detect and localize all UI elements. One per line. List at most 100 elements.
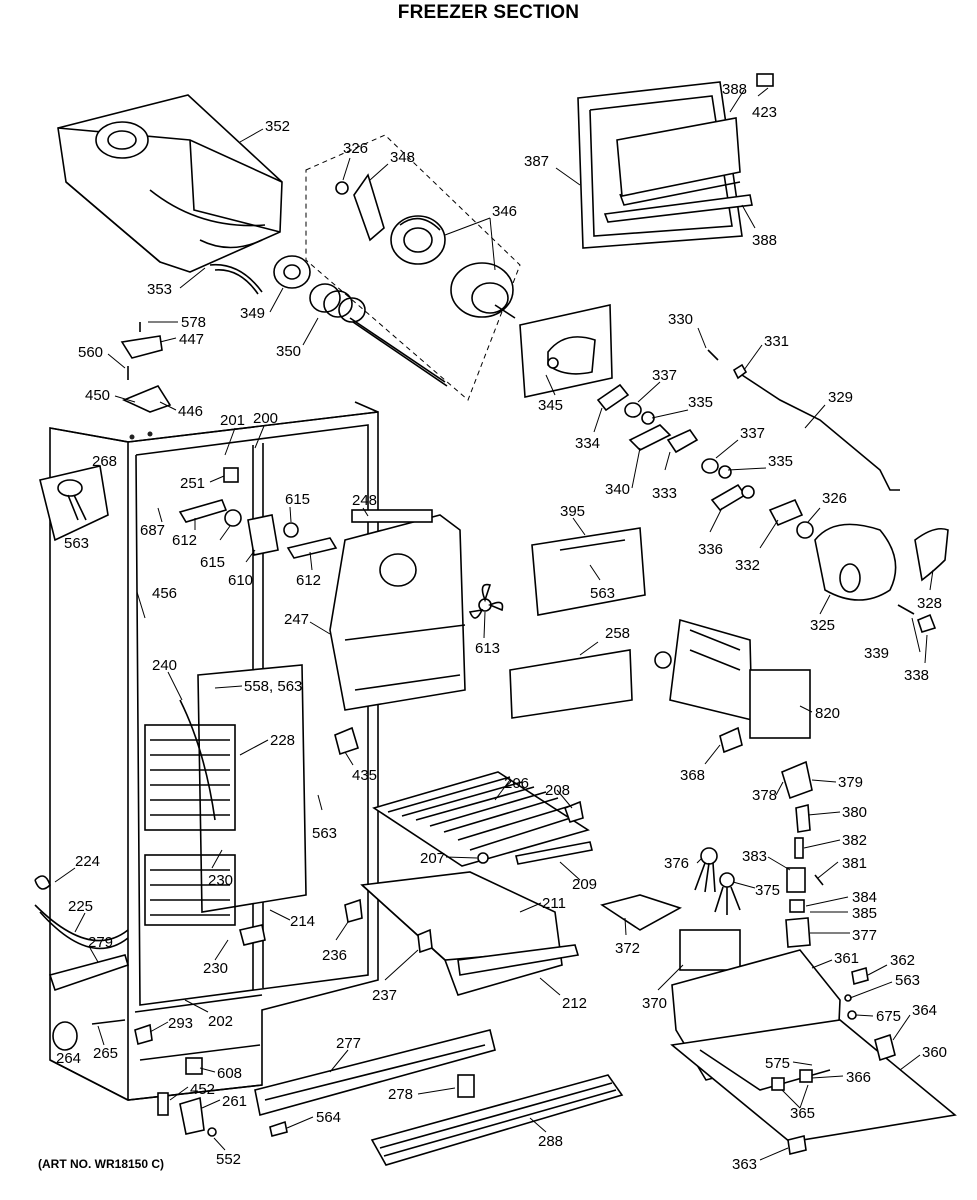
part-label: 612 <box>296 572 321 589</box>
part-label: 383 <box>742 848 767 865</box>
part-label: 563 <box>590 585 615 602</box>
diagram-title: FREEZER SECTION <box>397 2 580 23</box>
part-label: 337 <box>740 425 765 442</box>
machine-compartment <box>670 949 957 1143</box>
part-label: 345 <box>538 397 563 414</box>
freezer-basket <box>360 871 580 996</box>
part-label: 230 <box>203 960 228 977</box>
part-label: 558, 563 <box>244 678 302 695</box>
evaporator <box>144 664 307 926</box>
part-label: 578 <box>181 314 206 331</box>
auger-motor <box>796 521 949 633</box>
part-label: 613 <box>475 640 500 657</box>
part-label: 378 <box>752 787 777 804</box>
part-label: 446 <box>178 403 203 420</box>
part-label: 563 <box>895 972 920 989</box>
part-label: 387 <box>524 153 549 170</box>
part-label: 563 <box>64 535 89 552</box>
part-label: 456 <box>152 585 177 602</box>
part-label: 330 <box>668 311 693 328</box>
part-label: 363 <box>732 1156 757 1173</box>
part-label: 337 <box>652 367 677 384</box>
part-label: 362 <box>890 952 915 969</box>
ice-bucket <box>57 94 283 273</box>
part-label: 268 <box>92 453 117 470</box>
part-label: 339 <box>864 645 889 662</box>
part-label: 261 <box>222 1093 247 1110</box>
part-labels: 352 326 348 346 388 423 387 388 353 349 … <box>56 81 947 1173</box>
part-label: 360 <box>922 1044 947 1061</box>
part-label: 564 <box>316 1109 341 1126</box>
part-label: 207 <box>420 850 445 867</box>
part-label: 377 <box>852 927 877 944</box>
part-label: 365 <box>790 1105 815 1122</box>
part-label: 331 <box>764 333 789 350</box>
part-label: 288 <box>538 1133 563 1150</box>
part-label: 212 <box>562 995 587 1012</box>
part-label: 348 <box>390 149 415 166</box>
part-label: 379 <box>838 774 863 791</box>
dispenser-linkage <box>596 349 900 527</box>
auger-spring <box>309 283 448 387</box>
part-label: 279 <box>88 934 113 951</box>
part-label: 372 <box>615 940 640 957</box>
part-label: 326 <box>822 490 847 507</box>
part-label: 202 <box>208 1013 233 1030</box>
part-label: 376 <box>664 855 689 872</box>
part-label: 247 <box>284 611 309 628</box>
part-label: 364 <box>912 1002 937 1019</box>
art-number: (ART NO. WR18150 C) <box>38 1157 165 1171</box>
part-label: 687 <box>140 522 165 539</box>
part-label: 277 <box>336 1035 361 1052</box>
door-chute <box>577 73 774 249</box>
part-label: 450 <box>85 387 110 404</box>
part-label: 214 <box>290 913 315 930</box>
part-label: 332 <box>735 557 760 574</box>
part-label: 447 <box>179 331 204 348</box>
part-label: 329 <box>828 389 853 406</box>
part-label: 200 <box>253 410 278 427</box>
part-label: 237 <box>372 987 397 1004</box>
part-label: 384 <box>852 889 877 906</box>
part-label: 388 <box>722 81 747 98</box>
leader-lines <box>54 87 934 1161</box>
part-label: 333 <box>652 485 677 502</box>
part-label: 336 <box>698 541 723 558</box>
part-label: 820 <box>815 705 840 722</box>
part-label: 251 <box>180 475 205 492</box>
part-label: 328 <box>917 595 942 612</box>
part-label: 335 <box>768 453 793 470</box>
part-label: 240 <box>152 657 177 674</box>
part-label: 338 <box>904 667 929 684</box>
part-label: 201 <box>220 412 245 429</box>
part-label: 382 <box>842 832 867 849</box>
part-label: 675 <box>876 1008 901 1025</box>
part-label: 575 <box>765 1055 790 1072</box>
part-label: 350 <box>276 343 301 360</box>
part-label: 206 <box>504 775 529 792</box>
part-label: 326 <box>343 140 368 157</box>
part-label: 381 <box>842 855 867 872</box>
part-label: 228 <box>270 732 295 749</box>
part-label: 366 <box>846 1069 871 1086</box>
part-label: 615 <box>285 491 310 508</box>
part-label: 264 <box>56 1050 81 1067</box>
part-label: 375 <box>755 882 780 899</box>
part-label: 452 <box>190 1081 215 1098</box>
part-label: 334 <box>575 435 600 452</box>
part-label: 278 <box>388 1086 413 1103</box>
wire-harness <box>694 847 741 915</box>
part-label: 349 <box>240 305 265 322</box>
part-label: 346 <box>492 203 517 220</box>
part-label: 560 <box>78 344 103 361</box>
part-label: 230 <box>208 872 233 889</box>
part-label: 423 <box>752 104 777 121</box>
part-label: 208 <box>545 782 570 799</box>
part-label: 552 <box>216 1151 241 1168</box>
part-label: 353 <box>147 281 172 298</box>
part-label: 335 <box>688 394 713 411</box>
part-label: 612 <box>172 532 197 549</box>
fan-blade <box>468 583 504 619</box>
